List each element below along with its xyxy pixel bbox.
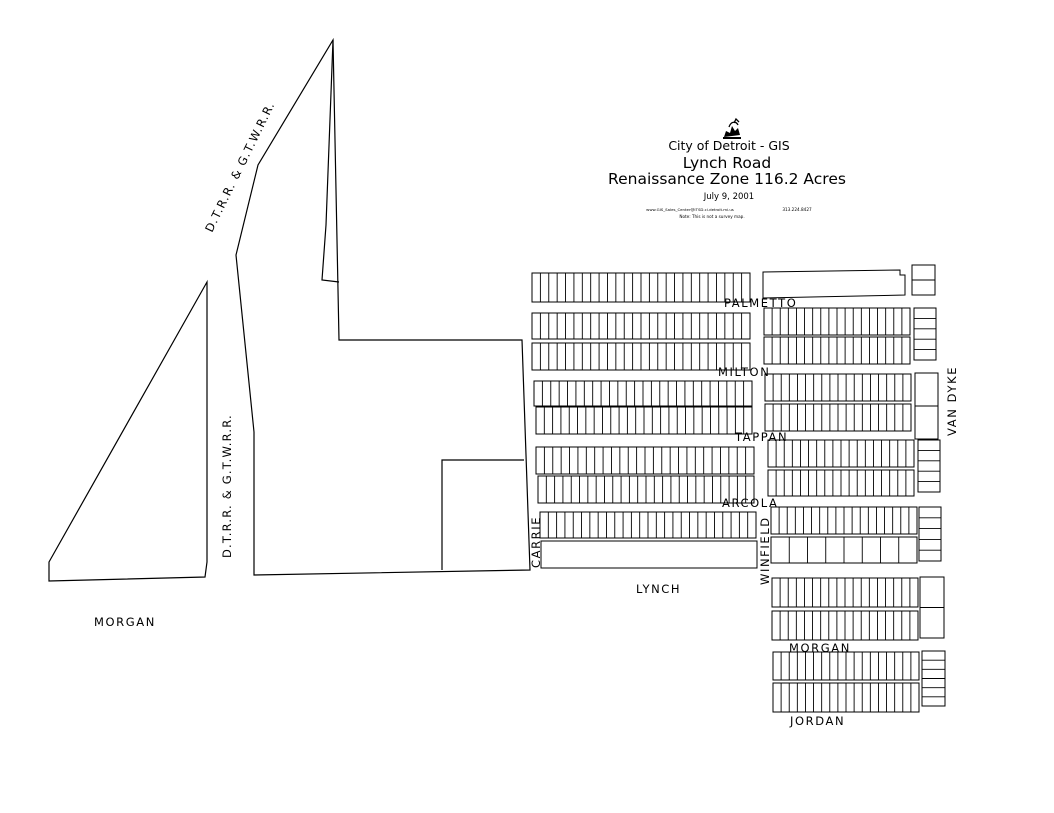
city-block: [540, 540, 758, 569]
parcel-main-zone: [235, 37, 531, 576]
street-label-morgan-west: MORGAN: [94, 615, 156, 629]
parcel-outlines: [48, 37, 531, 582]
street-label-morgan-east: MORGAN: [789, 641, 851, 655]
street-label-winfield: WINFIELD: [758, 516, 772, 585]
city-block: [913, 307, 937, 361]
title-project: Lynch Road: [683, 154, 771, 172]
street-label-tappan: TAPPAN: [734, 430, 788, 444]
railroad-label-upper: D.T.R.R. & G.T.W.R.R.: [202, 99, 278, 234]
parcel-west-triangle: [48, 279, 208, 582]
parcel-inner-block: [441, 459, 524, 570]
title-block: City of Detroit - GIS Lynch Road Renaiss…: [608, 117, 846, 219]
city-block: [762, 269, 906, 299]
street-label-milton: MILTON: [718, 365, 770, 379]
city-block: [917, 439, 941, 493]
city-block: [918, 506, 942, 562]
title-note: Note: This is not a survey map.: [679, 214, 744, 219]
city-seal-icon: [723, 117, 741, 139]
street-label-arcola: ARCOLA: [722, 496, 779, 510]
title-city: City of Detroit - GIS: [668, 138, 789, 153]
title-date: July 9, 2001: [703, 192, 754, 202]
title-zone: Renaissance Zone 116.2 Acres: [608, 170, 846, 188]
title-email: www.GIS_Sales_Center@ITSD.ci.detroit.mi.…: [646, 207, 734, 212]
street-label-lynch: LYNCH: [636, 582, 681, 596]
title-phone: 313.224.8427: [782, 207, 812, 212]
street-label-palmetto: PALMETTO: [724, 296, 797, 310]
street-label-carrie: CARRIE: [529, 516, 543, 568]
railroad-label-lower: D.T.R.R. & G.T.W.R.R.: [220, 414, 234, 558]
street-label-jordan: JORDAN: [789, 714, 845, 728]
street-label-van-dyke: VAN DYKE: [945, 366, 959, 436]
block-grid: [531, 264, 946, 713]
